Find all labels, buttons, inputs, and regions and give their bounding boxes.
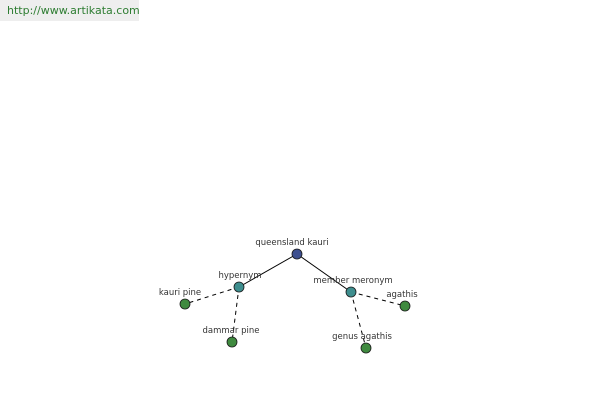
node-dammar-pine-label[interactable]: dammar pine — [203, 326, 260, 336]
node-hypernym[interactable]: hypernym — [218, 271, 262, 293]
node-hypernym-label[interactable]: hypernym — [218, 271, 261, 281]
node-root-dot[interactable] — [291, 248, 303, 260]
graph-edges — [184, 253, 406, 349]
node-hypernym-dot[interactable] — [233, 281, 245, 293]
node-kauri-pine[interactable]: kauri pine — [159, 288, 201, 310]
node-root[interactable]: queensland kauri — [255, 238, 329, 260]
edge-root-to-member-meronym — [296, 253, 352, 293]
node-root-label[interactable]: queensland kauri — [255, 238, 328, 248]
node-dammar-pine[interactable]: dammar pine — [203, 326, 260, 348]
node-kauri-pine-label[interactable]: kauri pine — [159, 288, 201, 298]
edge-member-meronym-to-genus-agathis — [350, 291, 367, 349]
node-genus-agathis[interactable]: genus agathis — [332, 332, 392, 354]
edge-hypernym-to-dammar-pine — [231, 286, 240, 343]
node-member-meronym-label[interactable]: member meronym — [313, 276, 392, 286]
node-kauri-pine-dot[interactable] — [179, 298, 191, 310]
edge-member-meronym-to-agathis — [350, 291, 406, 307]
node-genus-agathis-dot[interactable] — [360, 342, 372, 354]
edge-hypernym-to-kauri-pine — [184, 286, 240, 305]
url-banner: http://www.artikata.com — [0, 0, 140, 21]
site-url-link[interactable]: http://www.artikata.com — [7, 4, 140, 17]
node-member-meronym[interactable]: member meronym — [313, 276, 393, 298]
edge-root-to-hypernym — [238, 253, 298, 288]
node-agathis[interactable]: agathis — [386, 290, 418, 312]
node-agathis-dot[interactable] — [399, 300, 411, 312]
graph-nodes: queensland kauri hypernym member meronym ka… — [159, 238, 418, 354]
node-agathis-label[interactable]: agathis — [386, 290, 418, 300]
node-genus-agathis-label[interactable]: genus agathis — [332, 332, 392, 342]
node-dammar-pine-dot[interactable] — [226, 336, 238, 348]
node-member-meronym-dot[interactable] — [345, 286, 357, 298]
